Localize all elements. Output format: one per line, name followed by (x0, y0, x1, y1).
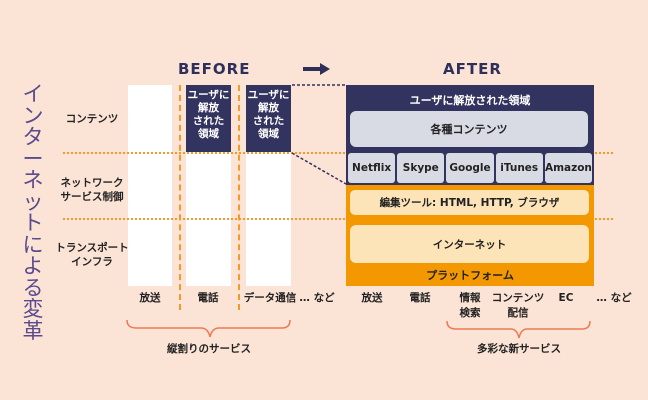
label-line: 配信 (507, 307, 529, 319)
service-label: 電話 (409, 292, 431, 304)
internet-box: インターネット (350, 225, 589, 263)
row-label-transport: トランスポートインフラ (47, 241, 137, 269)
service-label: … など (596, 292, 632, 304)
arrow-right-icon (303, 63, 330, 75)
box-line: 領域 (198, 128, 219, 140)
before-column-broadcast (128, 85, 172, 286)
box-line: された (252, 115, 285, 127)
brace-label-before: 縦割りのサービス (167, 343, 251, 355)
tile-itunes: iTunes (495, 153, 543, 183)
brace-label-after: 多彩な新サービス (477, 343, 561, 355)
label-line: コンテンツ (491, 292, 545, 304)
service-label: … など (299, 292, 335, 304)
service-label: EC (558, 292, 574, 304)
before-title: BEFORE (178, 60, 251, 78)
service-label: 情報検索 (448, 291, 492, 321)
label-line: サービス制御 (60, 191, 124, 203)
column-divider (238, 85, 240, 310)
box-line: 解放 (258, 102, 279, 114)
freed-area-title: ユーザに解放された領域 (409, 94, 531, 107)
service-label: 放送 (361, 292, 383, 304)
tile-amazon: Amazon (544, 153, 593, 183)
service-label: データ通信 (243, 292, 297, 304)
column-divider (179, 85, 181, 310)
label-line: 検索 (459, 307, 481, 319)
freed-area-box: ユーザに解放された領域 (246, 85, 291, 152)
box-line: された (192, 115, 225, 127)
tile-netflix: Netflix (348, 153, 396, 183)
tile-skype: Skype (397, 153, 445, 183)
service-label: コンテンツ配信 (488, 291, 548, 321)
label-line: 情報 (459, 292, 481, 304)
brace-icon (446, 320, 591, 339)
brace-icon (126, 319, 291, 338)
freed-area-box: ユーザに解放された領域 (186, 85, 231, 152)
box-line: ユーザに (247, 89, 290, 101)
tile-google: Google (446, 153, 494, 183)
service-label: 放送 (139, 292, 161, 304)
box-line: 解放 (198, 102, 219, 114)
label-line: ネットワーク (60, 177, 124, 189)
connector-lines (291, 84, 347, 185)
row-divider (63, 218, 613, 220)
label-line: インフラ (71, 256, 113, 268)
row-divider (63, 152, 613, 154)
label-line: トランスポート (55, 242, 129, 254)
service-tiles: Netflix Skype Google iTunes Amazon (348, 153, 593, 183)
tools-box: 編集ツール: HTML, HTTP, ブラウザ (350, 190, 589, 215)
platform-label: プラットフォーム (426, 269, 514, 282)
row-label-contents: コンテンツ (65, 113, 119, 125)
after-title: AFTER (443, 60, 502, 78)
box-line: ユーザに (187, 89, 230, 101)
row-label-network: ネットワークサービス制御 (47, 176, 137, 204)
side-title: インターネットによる変革 (22, 82, 44, 343)
box-line: 領域 (258, 128, 279, 140)
contents-box: 各種コンテンツ (350, 111, 588, 147)
service-label: 電話 (197, 292, 219, 304)
